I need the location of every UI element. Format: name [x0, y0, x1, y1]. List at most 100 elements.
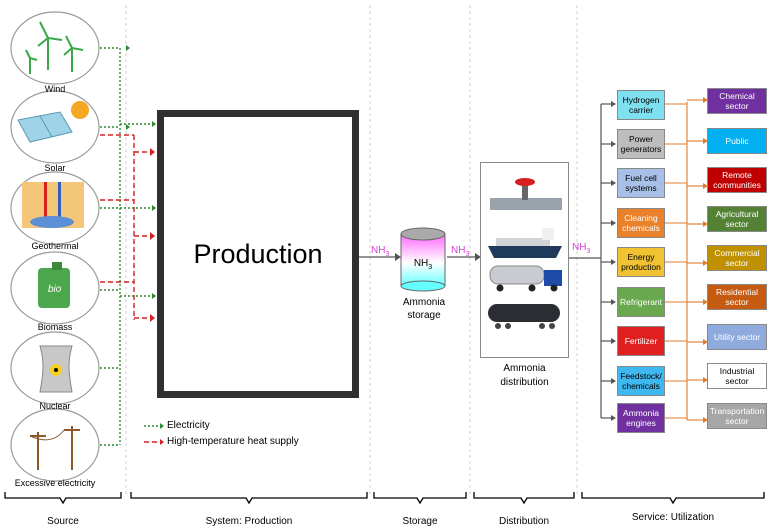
service-feedstock-chemicals: Feedstock/chemicals — [617, 366, 665, 396]
production-label: Production — [193, 238, 323, 269]
service-line1: Refrigerant — [619, 297, 663, 307]
sector-line1: Industrial — [719, 366, 755, 376]
service-line2: production — [621, 262, 661, 272]
sector-line1: Public — [725, 136, 749, 146]
service-line1: Hydrogen — [622, 95, 660, 105]
sector-line1: Agricultural — [715, 209, 759, 219]
source-label-solar: Solar — [44, 163, 66, 173]
source-brace — [4, 492, 122, 505]
tanker-truck-icon — [489, 265, 562, 292]
distribution-caption-line2: distribution — [500, 377, 549, 388]
service-line1: Feedstock/ — [620, 371, 662, 381]
sector-line2: sector — [725, 258, 749, 268]
source-label-wind: Wind — [44, 84, 66, 94]
stage-label-storage: Storage — [402, 516, 438, 527]
source-label-excessive-electricity: Excessive electricity — [14, 478, 96, 488]
service-refrigerant: Refrigerant — [617, 287, 665, 317]
service-line1: Ammonia — [623, 408, 659, 418]
supply-arrows — [100, 45, 164, 446]
nh3-label-distribution-in: NH3 — [451, 245, 470, 258]
svg-text:bio: bio — [48, 284, 62, 295]
service-line2: generators — [620, 144, 662, 154]
legend-electricity-label: Electricity — [167, 420, 210, 431]
nh3-label-storage-in: NH3 — [371, 245, 390, 258]
legend-heat-line — [144, 439, 164, 445]
sector-line2: sector — [725, 376, 749, 386]
sector-line2: communities — [713, 180, 761, 190]
storage-caption: Ammonia storage — [385, 296, 463, 322]
source-label-geothermal: Geothermal — [31, 241, 79, 251]
sector-line2: sector — [725, 101, 749, 111]
service-line1: Energy — [627, 252, 655, 262]
wind-circle — [10, 11, 100, 85]
ammonia-tank-icon — [400, 227, 446, 292]
storage-to-distribution-arrow — [447, 253, 481, 261]
distribution-caption-line1: Ammonia — [503, 363, 546, 374]
sector-line1: Residential — [715, 287, 759, 297]
service-line1: Fertilizer — [624, 336, 658, 346]
sector-line1: Chemical — [719, 91, 755, 101]
service-line2: engines — [626, 418, 656, 428]
power-line-icon — [29, 426, 80, 470]
sector-line1: Utility sector — [713, 332, 761, 342]
source-label-nuclear: Nuclear — [39, 401, 71, 411]
services-to-sectors-arrows — [665, 97, 708, 423]
stage-label-distribution: Distribution — [498, 516, 550, 527]
sector-line2: sector — [725, 219, 749, 229]
nh3-label-distribution-out: NH3 — [572, 242, 591, 255]
sector-utility: Utility sector — [707, 324, 767, 350]
sector-line2: sector — [725, 416, 749, 426]
excessive-electricity-circle — [10, 408, 100, 482]
service-line2: chemicals — [622, 223, 660, 233]
storage-brace — [373, 492, 467, 505]
sector-line1: Remote — [722, 170, 752, 180]
sector-public: Public — [707, 128, 767, 154]
source-label-biomass: Biomass — [37, 322, 73, 332]
sector-line1: Commercial — [714, 248, 760, 258]
production-brace — [130, 492, 368, 505]
solar-panel-icon — [17, 101, 89, 143]
service-line1: Cleaning — [624, 213, 658, 223]
distribution-to-services-arrows — [569, 101, 616, 421]
production-box: Production — [157, 110, 359, 398]
source-icons: bio — [10, 11, 100, 482]
service-line2: chemicals — [622, 381, 660, 391]
wind-turbine-icon — [25, 21, 84, 74]
rail-tank-car-icon — [488, 304, 560, 329]
distribution-caption: Ammonia distribution — [480, 362, 569, 390]
distribution-brace — [473, 492, 575, 505]
storage-caption-line2: storage — [407, 310, 441, 321]
production-to-storage-arrow — [359, 253, 401, 261]
service-fertilizer: Fertilizer — [617, 326, 665, 356]
legend-heat-label: High-temperature heat supply — [167, 436, 299, 447]
biomass-can-icon: bio — [38, 262, 70, 308]
stage-label-production: System: Production — [205, 516, 293, 527]
geothermal-icon — [22, 182, 84, 228]
service-line2: systems — [625, 183, 657, 193]
storage-caption-line1: Ammonia — [402, 297, 446, 308]
distribution-icons — [488, 178, 562, 329]
service-line2: carrier — [628, 105, 654, 115]
ship-icon — [488, 228, 562, 258]
pipeline-valve-icon — [490, 178, 562, 210]
sector-line2: sector — [725, 297, 749, 307]
sector-line1: Transportation — [709, 406, 765, 416]
service-line1: Fuel cell — [625, 173, 657, 183]
stage-label-source: Source — [47, 516, 79, 527]
stage-label-utilization: Service: Utilization — [631, 512, 715, 523]
